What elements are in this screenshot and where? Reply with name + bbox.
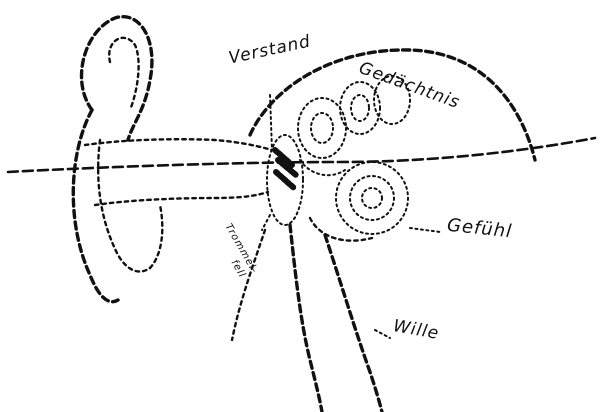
outer-ear: [73, 17, 162, 302]
dome-arc: [250, 50, 535, 160]
cochlea: [310, 162, 408, 241]
ear-canal: [85, 139, 272, 205]
auditory-tube: [232, 225, 382, 412]
